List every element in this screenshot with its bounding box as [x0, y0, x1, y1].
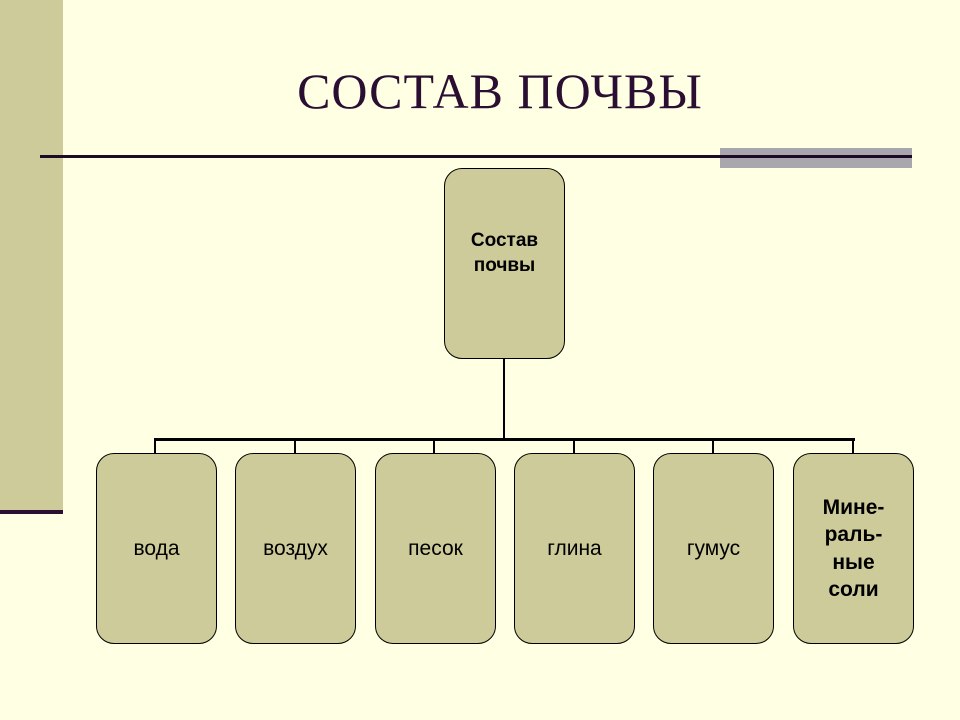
- left-accent-line: [0, 510, 63, 514]
- title-accent-block: [720, 148, 912, 168]
- connector-drop: [712, 440, 714, 454]
- connector-trunk: [503, 358, 505, 440]
- slide-title: СОСТАВ ПОЧВЫ: [297, 63, 703, 119]
- connector-drop: [294, 440, 296, 454]
- child-node-sand: песок: [375, 453, 496, 644]
- connector-drop: [433, 440, 435, 454]
- root-node: Состав почвы: [444, 168, 565, 359]
- child-node-mineral-salts: Мине- раль- ные соли: [793, 453, 914, 644]
- child-node-water: вода: [96, 453, 217, 644]
- connector-bar: [154, 438, 855, 441]
- child-node-clay: глина: [514, 453, 635, 644]
- title-underline: [40, 155, 912, 158]
- child-node-humus: гумус: [653, 453, 774, 644]
- connector-drop: [573, 440, 575, 454]
- connector-drop: [852, 440, 854, 454]
- left-accent-bar: [0, 0, 63, 512]
- connector-drop: [154, 440, 156, 454]
- child-node-air: воздух: [235, 453, 356, 644]
